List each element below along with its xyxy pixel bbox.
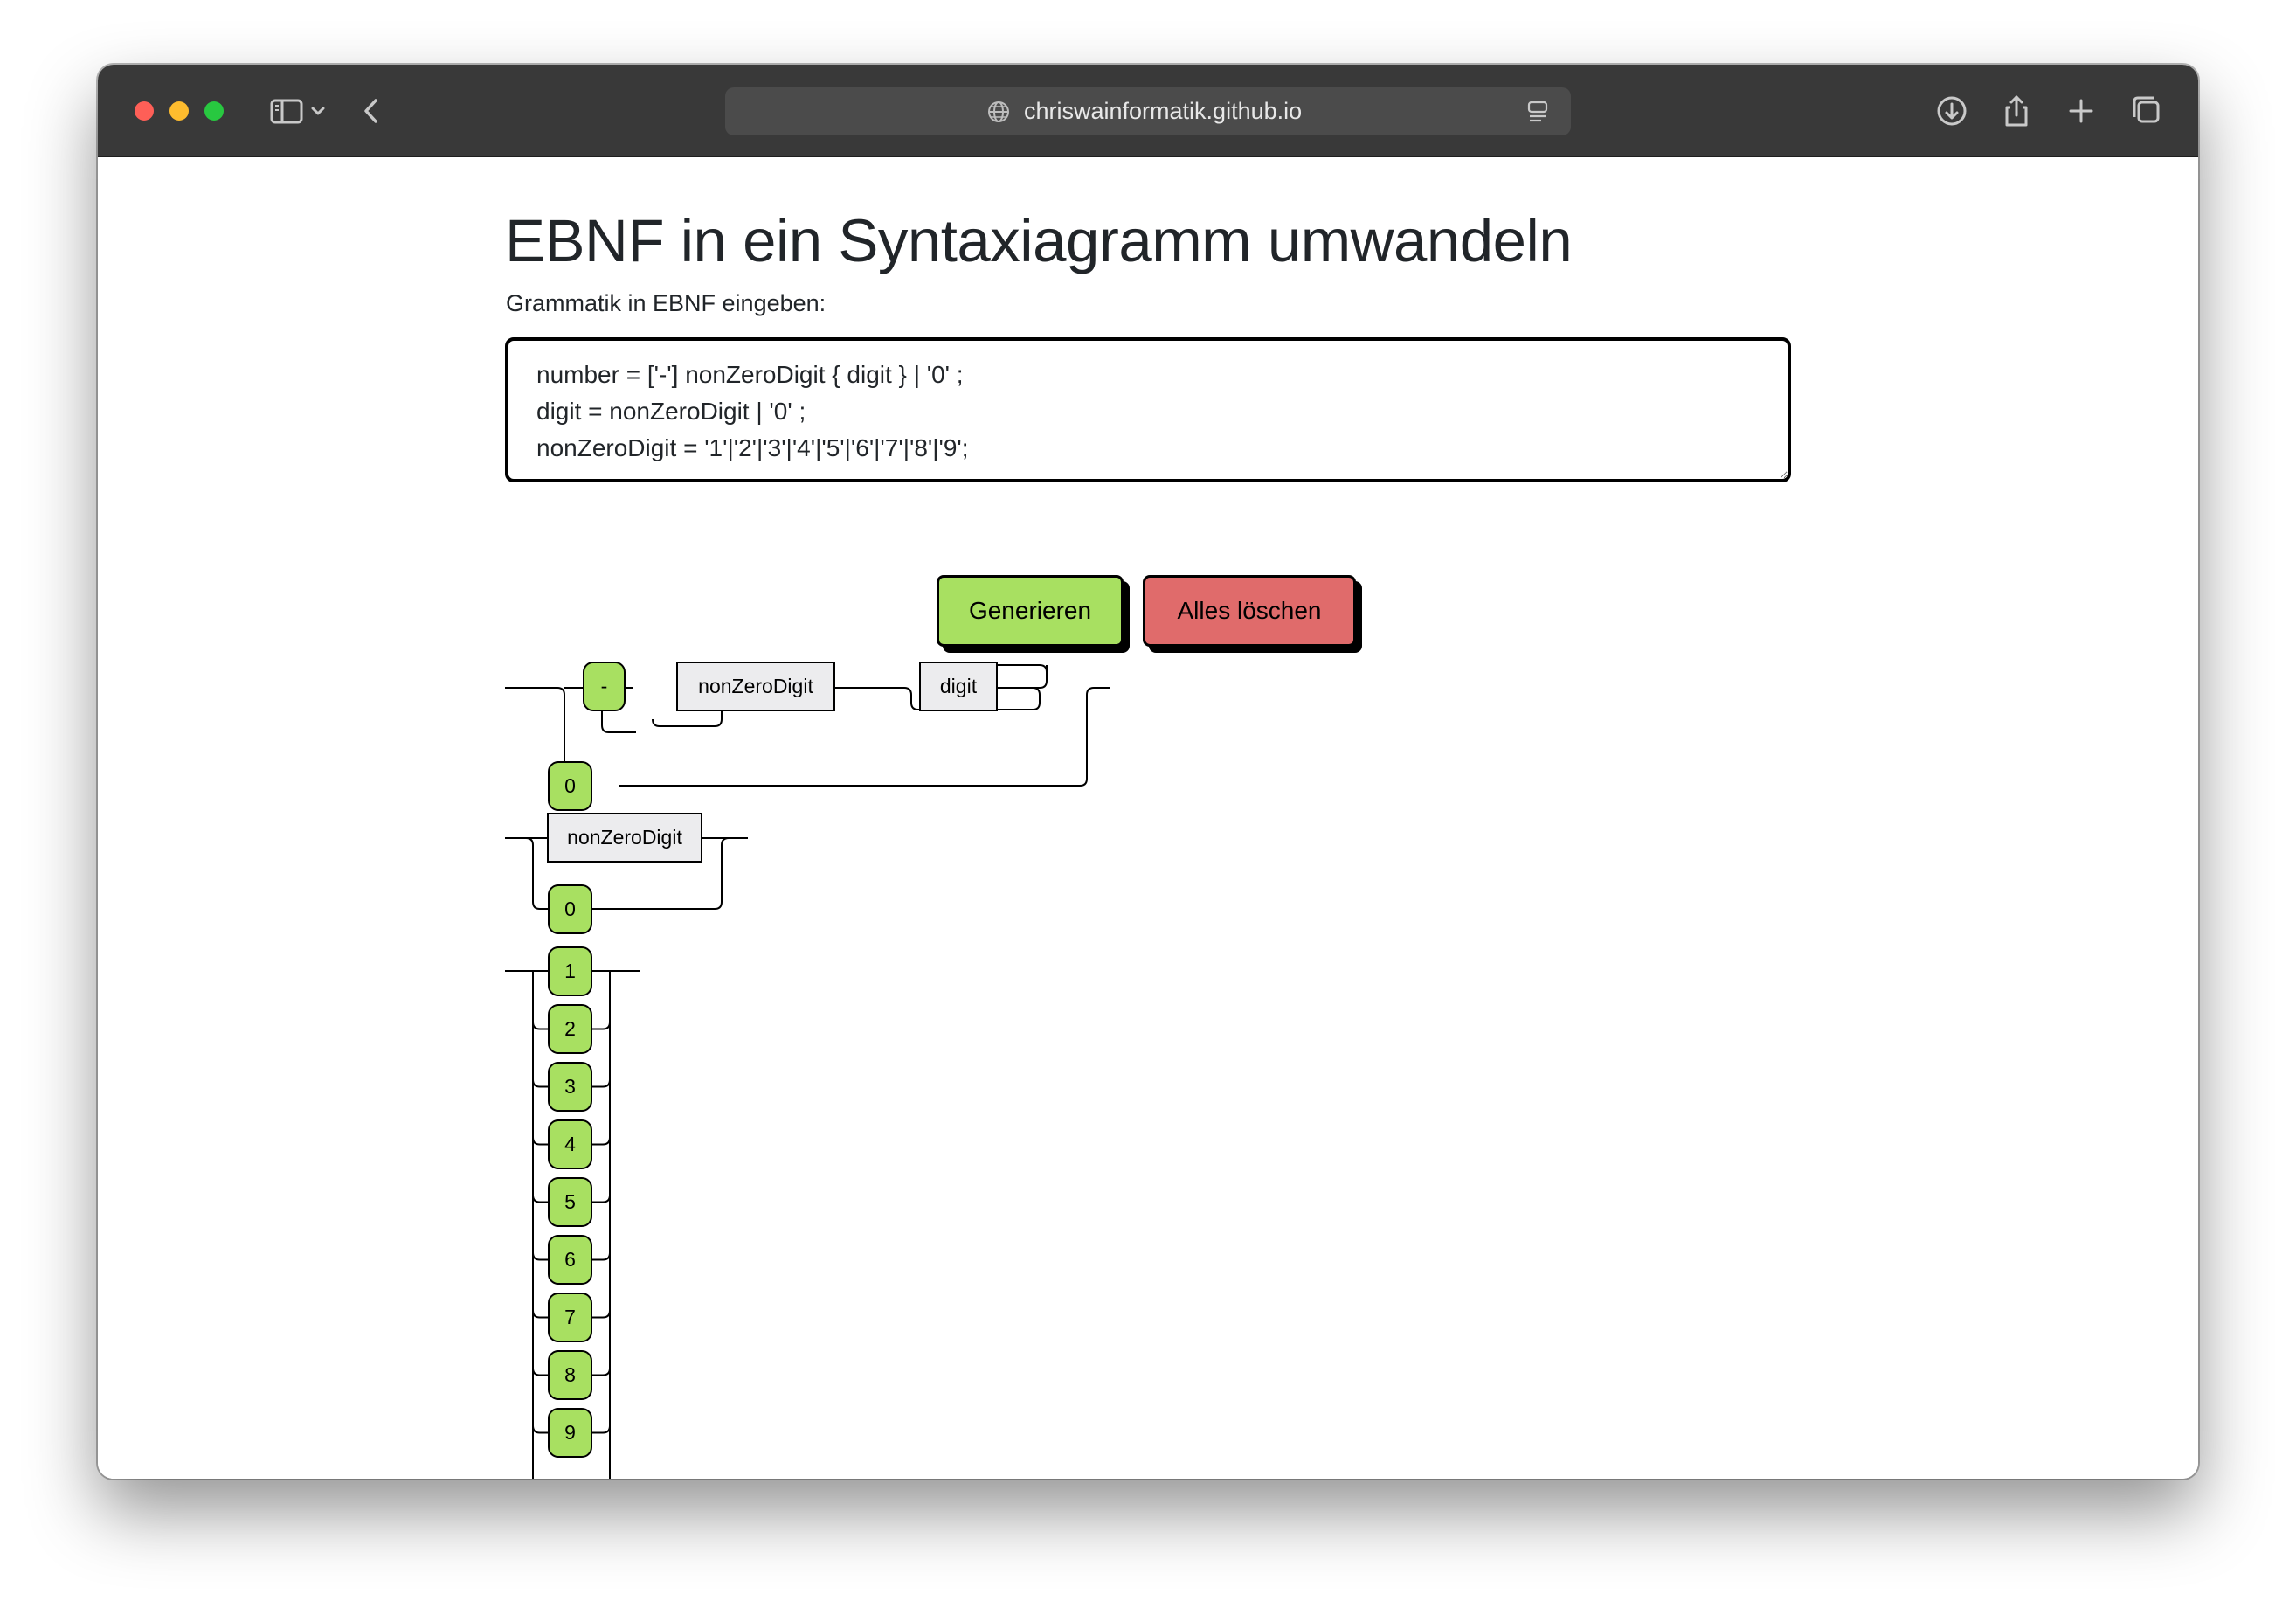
- nonterminal-nonzerodigit: nonZeroDigit: [547, 813, 702, 863]
- terminal-digit-6: 6: [548, 1235, 592, 1285]
- branch-line: [532, 1022, 611, 1030]
- back-arrow-icon[interactable]: [349, 88, 395, 134]
- terminal-box: [548, 1235, 592, 1285]
- terminal-box: [548, 1177, 592, 1227]
- terminal-label: 3: [564, 1075, 576, 1098]
- nonterminal-nonzerodigit: nonZeroDigit: [676, 662, 835, 711]
- terminal-zero-label: 0: [564, 898, 576, 920]
- terminal-digit-3: 3: [548, 1062, 592, 1112]
- terminal-minus: -: [583, 662, 626, 711]
- digit-diagram-lines: [505, 837, 748, 910]
- terminal-digit-8: 8: [548, 1350, 592, 1400]
- terminal-digit-1: 1: [548, 946, 592, 996]
- terminal-box: [548, 946, 592, 996]
- page-content: EBNF in ein Syntaxiagramm umwandeln Gram…: [98, 157, 2198, 1479]
- nonzerodigit-branches: [532, 1022, 611, 1434]
- address-bar[interactable]: chriswainformatik.github.io: [725, 87, 1571, 135]
- nonzerodigit-diagram-lines: [505, 970, 640, 1479]
- url-text: chriswainformatik.github.io: [1024, 98, 1303, 124]
- clear-all-button[interactable]: Alles löschen: [1143, 575, 1356, 647]
- grammar-input[interactable]: number = ['-'] nonZeroDigit { digit } | …: [505, 337, 1791, 482]
- terminal-label: 9: [564, 1421, 576, 1444]
- generate-button[interactable]: Generieren: [937, 575, 1124, 647]
- number-diagram: - nonZeroDigit digit 0: [548, 662, 998, 811]
- branch-line: [532, 1195, 611, 1203]
- chevron-down-icon[interactable]: [302, 88, 334, 134]
- terminal-zero: 0: [548, 884, 592, 934]
- terminal-zero: 0: [548, 761, 592, 811]
- download-icon[interactable]: [1929, 88, 1974, 134]
- browser-titlebar: chriswainformatik.github.io: [98, 65, 2198, 157]
- terminal-digit-2: 2: [548, 1004, 592, 1054]
- branch-line: [532, 1368, 611, 1376]
- branch-line: [532, 1079, 611, 1088]
- terminal-box: [548, 1062, 592, 1112]
- minimize-window-button[interactable]: [169, 101, 189, 121]
- reader-mode-icon[interactable]: [1524, 98, 1552, 126]
- branch-line: [532, 1137, 611, 1146]
- close-window-button[interactable]: [135, 101, 154, 121]
- terminal-digit-4: 4: [548, 1119, 592, 1169]
- terminal-box: [548, 1350, 592, 1400]
- grammar-label: Grammatik in EBNF eingeben:: [506, 290, 826, 316]
- terminal-label: 1: [564, 960, 576, 982]
- nonterminal-nonzerodigit-label: nonZeroDigit: [567, 826, 682, 849]
- nonterminal-digit-label: digit: [940, 675, 978, 697]
- terminal-box: [548, 1293, 592, 1342]
- share-icon[interactable]: [1994, 88, 2039, 134]
- terminal-digit-9: 9: [548, 1408, 592, 1458]
- nonzerodigit-diagram: 1 2 3 4 5 6 7 8 9: [548, 946, 592, 1458]
- terminal-box: [548, 1004, 592, 1054]
- branch-line: [532, 1310, 611, 1319]
- branch-line: [532, 1425, 611, 1434]
- terminal-box: [548, 1408, 592, 1458]
- terminal-zero-label: 0: [564, 774, 576, 797]
- terminal-label: 7: [564, 1306, 576, 1328]
- syntax-diagrams: - nonZeroDigit digit 0 nonZer: [505, 662, 1110, 1479]
- nonterminal-digit: digit: [919, 662, 998, 711]
- new-tab-icon[interactable]: [2058, 88, 2104, 134]
- terminal-box: [548, 1119, 592, 1169]
- terminal-label: 2: [564, 1017, 576, 1040]
- terminal-label: 5: [564, 1190, 576, 1213]
- terminal-digit-7: 7: [548, 1293, 592, 1342]
- terminal-digit-5: 5: [548, 1177, 592, 1227]
- tab-overview-icon[interactable]: [2123, 88, 2168, 134]
- nonterminal-nonzerodigit-label: nonZeroDigit: [698, 675, 813, 697]
- terminal-label: 8: [564, 1363, 576, 1386]
- page-title: EBNF in ein Syntaxiagramm umwandeln: [505, 207, 1573, 274]
- browser-window: chriswainformatik.github.io EBNF in ein …: [98, 65, 2198, 1479]
- branch-line: [532, 1252, 611, 1261]
- terminal-label: 4: [564, 1133, 576, 1155]
- sidebar-toggle-icon[interactable]: [264, 88, 309, 134]
- zoom-window-button[interactable]: [204, 101, 224, 121]
- terminal-label: 6: [564, 1248, 576, 1271]
- terminal-minus-label: -: [601, 675, 608, 697]
- globe-icon: [985, 99, 1012, 125]
- digit-diagram: nonZeroDigit 0: [547, 813, 702, 934]
